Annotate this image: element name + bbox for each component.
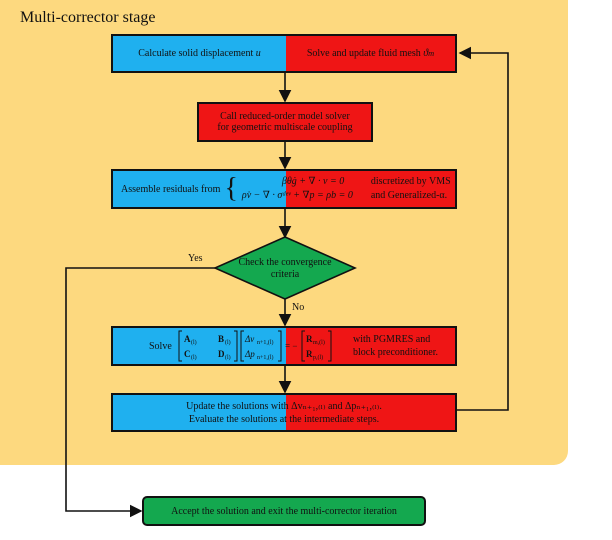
reduced-order-line2: for geometric multiscale coupling	[217, 122, 353, 133]
svg-text:(l): (l)	[191, 339, 197, 346]
update-solutions-cell	[113, 395, 286, 430]
accept-solution-text: Accept the solution and exit the multi-c…	[171, 505, 397, 517]
svg-text:p,(l): p,(l)	[313, 354, 323, 361]
svg-text:(l): (l)	[225, 339, 231, 346]
discretized-text: discretized by VMS	[370, 176, 451, 187]
svg-text:(l): (l)	[191, 354, 197, 361]
svg-text:n+1,(l): n+1,(l)	[257, 339, 274, 346]
yes-branch-line	[65, 267, 215, 518]
update-solutions-text: Update the solutions with Δvₙ₊₁,₍ₗ₎ and …	[186, 400, 382, 412]
discretization-cell	[286, 171, 455, 207]
block-preconditioner-text: block preconditioner.	[353, 347, 438, 358]
solve-text: Solve	[149, 340, 172, 352]
preconditioner-cell	[286, 328, 455, 364]
evaluate-solutions-cell	[286, 395, 455, 430]
reduced-order-line1: Call reduced-order model solver	[220, 111, 350, 122]
update-solutions-box: Update the solutions with Δvₙ₊₁,₍ₗ₎ and …	[111, 393, 457, 432]
svg-text:= −: = −	[285, 341, 297, 351]
solid-displacement-cell: Calculate solid displacement u	[113, 36, 286, 71]
svg-text:B: B	[218, 334, 224, 344]
linear-system-cell	[113, 328, 286, 364]
convergence-check-text: Check the convergence criteria	[238, 257, 332, 280]
fluid-mesh-text: Solve and update fluid mesh	[306, 48, 421, 59]
evaluate-solutions-text: Evaluate the solutions at the intermedia…	[188, 413, 380, 425]
solid-displacement-text: Calculate solid displacement	[138, 48, 254, 59]
step-solid-fluid-box: Calculate solid displacement u Solve and…	[111, 34, 457, 73]
svg-text:D: D	[218, 349, 225, 359]
loop-back-line	[456, 46, 509, 411]
assemble-residuals-text: Assemble residuals from	[121, 183, 221, 195]
svg-text:C: C	[184, 349, 191, 359]
svg-text:A: A	[184, 334, 191, 344]
pgmres-text: with PGMRES and	[353, 334, 431, 345]
left-brace: {	[224, 173, 238, 204]
equation-continuity: βθġ + ∇ · v = 0	[281, 176, 345, 187]
svg-text:m,(l): m,(l)	[313, 339, 325, 346]
svg-text:R: R	[306, 349, 313, 359]
svg-text:R: R	[306, 334, 313, 344]
reduced-order-solver-box: Call reduced-order model solver for geom…	[197, 102, 373, 142]
stage-title: Multi-corrector stage	[20, 9, 156, 26]
svg-text:(l): (l)	[225, 354, 231, 361]
svg-text:Δv: Δv	[244, 334, 254, 344]
accept-solution-box: Accept the solution and exit the multi-c…	[142, 496, 426, 526]
generalized-alpha-text: and Generalized-α.	[370, 190, 448, 201]
equation-momentum: ρv̇ − ∇ · σᵈᵉᵛ + ∇p = ρb = 0	[241, 190, 353, 201]
assemble-residuals-cell	[113, 171, 286, 207]
assemble-residuals-box: Assemble residuals from { βθġ + ∇ · v = …	[111, 169, 457, 209]
no-label: No	[292, 302, 305, 313]
svg-text:Δp: Δp	[244, 349, 255, 359]
svg-text:n+1,(l): n+1,(l)	[257, 354, 274, 361]
yes-label: Yes	[188, 253, 203, 264]
